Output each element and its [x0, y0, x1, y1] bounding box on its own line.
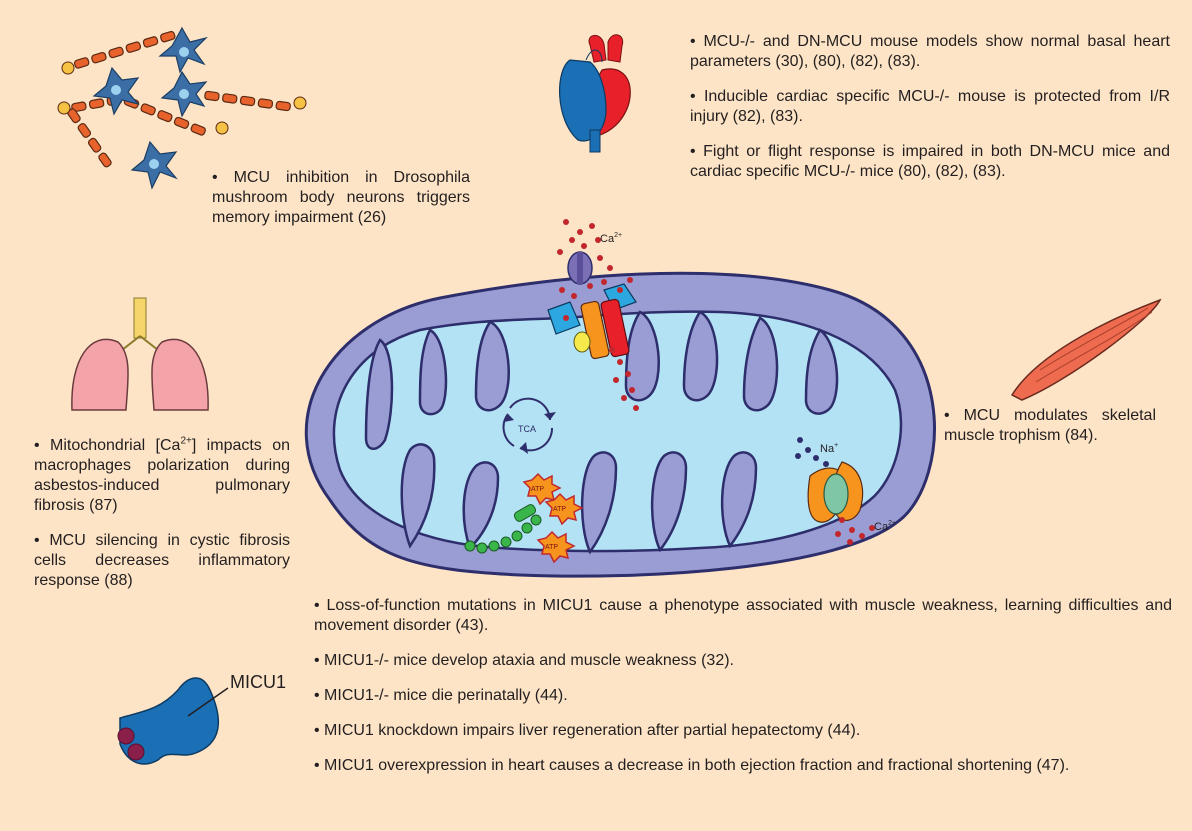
skeletal-muscle-icon: [1010, 298, 1162, 401]
heart-bullet-1: • MCU-/- and DN-MCU mouse models show no…: [690, 33, 1170, 70]
micu1-bullet-5: • MICU1 overexpression in heart causes a…: [314, 757, 1070, 774]
atp-label-3: ATP: [545, 544, 558, 551]
micu1-bullet-4: • MICU1 knockdown impairs liver regenera…: [314, 722, 861, 739]
neuron-bullet: • MCU inhibition in Drosophila mushroom …: [212, 169, 470, 226]
mitochondrion-icon: Ca2+ Na+ Ca2+ TCA ATP ATP ATP: [304, 219, 936, 578]
neuron-icon: [57, 26, 307, 190]
mcu-complex-icon: [547, 251, 637, 360]
heart-icon: [559, 34, 631, 153]
atp-label-2: ATP: [553, 506, 566, 513]
lungs-bullet-1: • Mitochondrial [Ca2+] impacts on macrop…: [34, 435, 290, 514]
tca-label: TCA: [518, 424, 536, 434]
heart-bullet-3: • Fight or flight response is impaired i…: [690, 143, 1170, 180]
micu1-label: MICU1: [230, 672, 287, 692]
ca-label-bottom: Ca2+: [874, 520, 896, 533]
micu1-text: • Loss-of-function mutations in MICU1 ca…: [314, 596, 1172, 791]
neuron-text: • MCU inhibition in Drosophila mushroom …: [212, 168, 470, 243]
lungs-icon: [71, 297, 209, 411]
lungs-text: • Mitochondrial [Ca2+] impacts on macrop…: [34, 436, 290, 606]
muscle-bullet: • MCU modulates skeletal muscle trophism…: [944, 407, 1156, 444]
muscle-text: • MCU modulates skeletal muscle trophism…: [944, 406, 1156, 461]
na-label: Na+: [820, 442, 838, 455]
atp-label-1: ATP: [531, 486, 544, 493]
lungs-bullet-2: • MCU silencing in cystic fibrosis cells…: [34, 532, 290, 589]
heart-text: • MCU-/- and DN-MCU mouse models show no…: [690, 32, 1170, 197]
atp-synthase-icon: [464, 504, 542, 554]
micu1-protein-icon: [117, 677, 229, 765]
micu1-bullet-1: • Loss-of-function mutations in MICU1 ca…: [314, 597, 1172, 634]
ca-label-top: Ca2+: [600, 232, 622, 245]
atp-star-icon: [522, 472, 584, 564]
calcium-dots: [557, 219, 875, 545]
nclx-exchanger-icon: [807, 461, 864, 523]
micu1-bullet-2: • MICU1-/- mice develop ataxia and muscl…: [314, 652, 734, 669]
heart-bullet-2: • Inducible cardiac specific MCU-/- mous…: [690, 88, 1170, 125]
micu1-bullet-3: • MICU1-/- mice die perinatally (44).: [314, 687, 568, 704]
sodium-dots: [795, 437, 829, 467]
